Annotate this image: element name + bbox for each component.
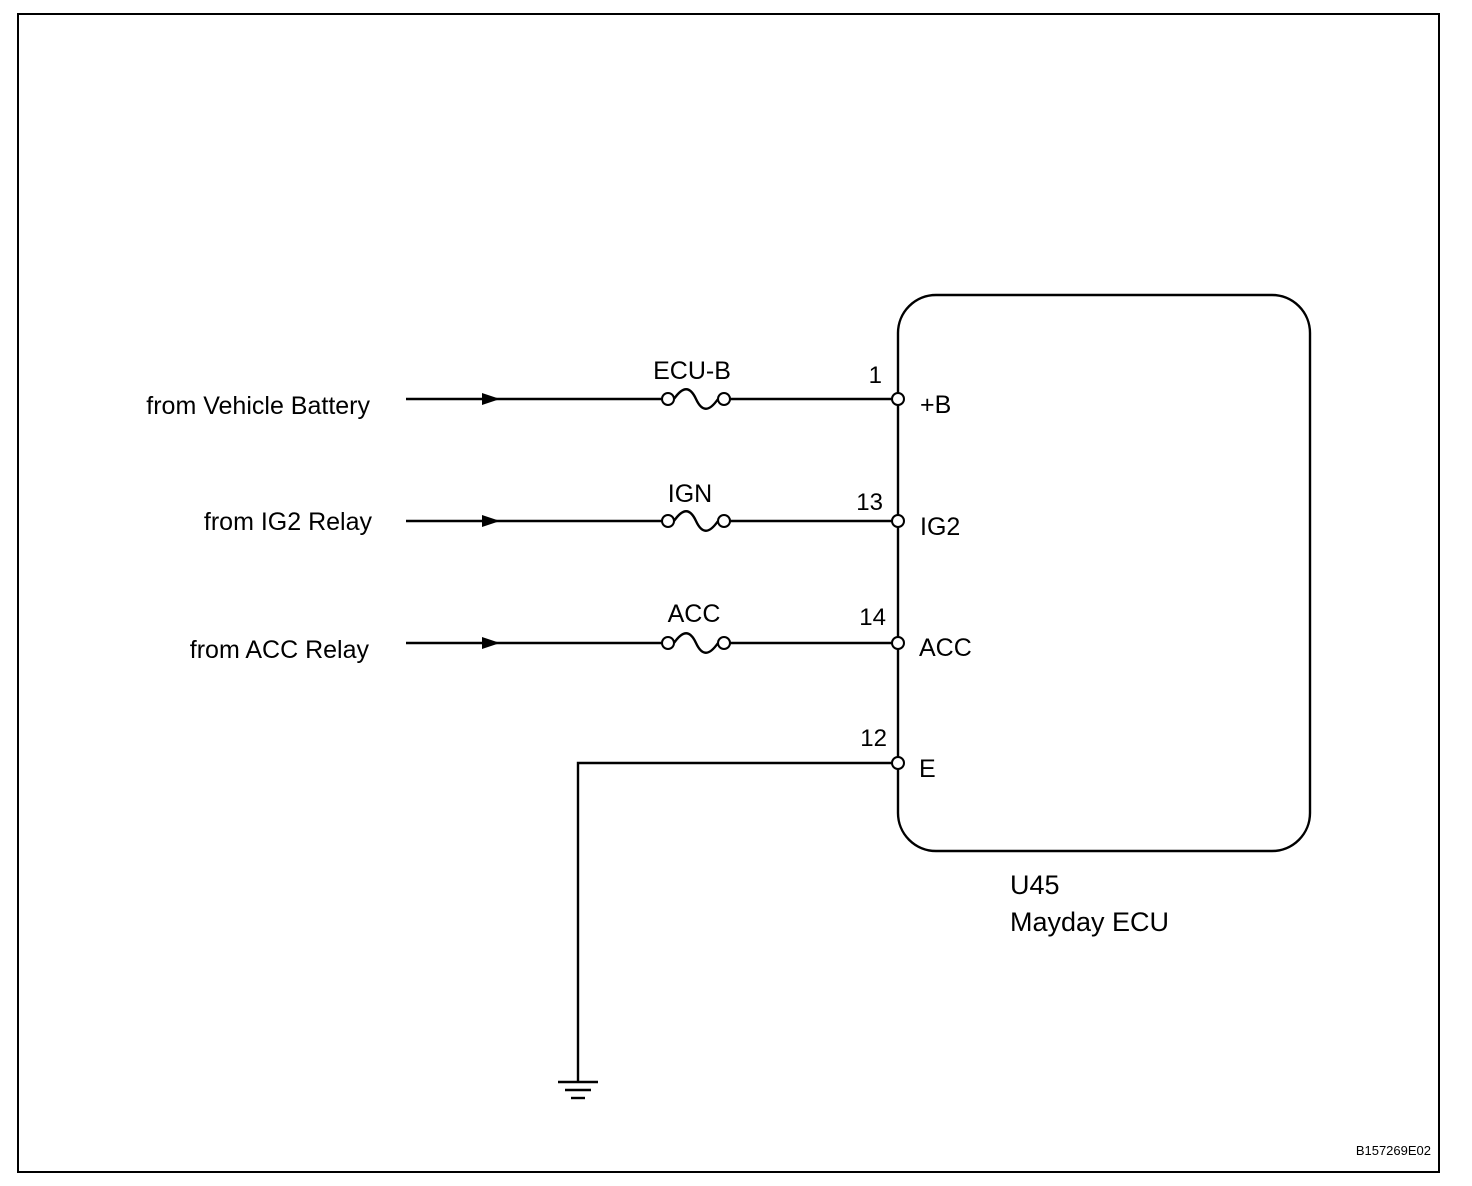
- arrow-icon: [482, 515, 500, 527]
- terminal-name: IG2: [920, 513, 960, 541]
- circuit-acc-relay: from ACC Relay ACC 14 ACC: [190, 600, 972, 664]
- ground-icon: [558, 1080, 598, 1100]
- terminal-pin: [891, 756, 905, 770]
- terminal-name: ACC: [919, 634, 972, 662]
- ecu-box: [896, 293, 1312, 853]
- circuit-vehicle-battery: from Vehicle Battery ECU-B 1 +B: [146, 357, 951, 420]
- circuit-ig2-relay: from IG2 Relay IGN 13 IG2: [204, 480, 960, 541]
- fuse-label: ACC: [668, 600, 721, 628]
- fuse-icon: [661, 510, 731, 532]
- pin-number: 13: [856, 489, 883, 516]
- terminal-pin: [891, 392, 905, 406]
- ecu-code: U45: [1010, 870, 1060, 900]
- ground-wire: [576, 761, 892, 1082]
- pin-number: 12: [860, 725, 887, 752]
- fuse-label: ECU-B: [653, 357, 731, 385]
- terminal-pin: [891, 514, 905, 528]
- circuit-ground: 12 E: [558, 725, 936, 1100]
- terminal-pin: [891, 636, 905, 650]
- fuse-icon: [661, 388, 731, 410]
- source-label: from Vehicle Battery: [146, 392, 370, 420]
- ecu-name: Mayday ECU: [1010, 907, 1169, 937]
- diagram-frame: [17, 13, 1440, 1173]
- arrow-icon: [482, 637, 500, 649]
- fuse-label: IGN: [668, 480, 712, 508]
- terminal-name: +B: [920, 391, 951, 419]
- terminal-name: E: [919, 755, 936, 783]
- pin-number: 1: [869, 362, 882, 389]
- fuse-icon: [661, 632, 731, 654]
- pin-number: 14: [859, 604, 886, 631]
- source-label: from IG2 Relay: [204, 508, 373, 536]
- source-label: from ACC Relay: [190, 636, 370, 664]
- arrow-icon: [482, 393, 500, 405]
- figure-code: B157269E02: [1356, 1143, 1431, 1158]
